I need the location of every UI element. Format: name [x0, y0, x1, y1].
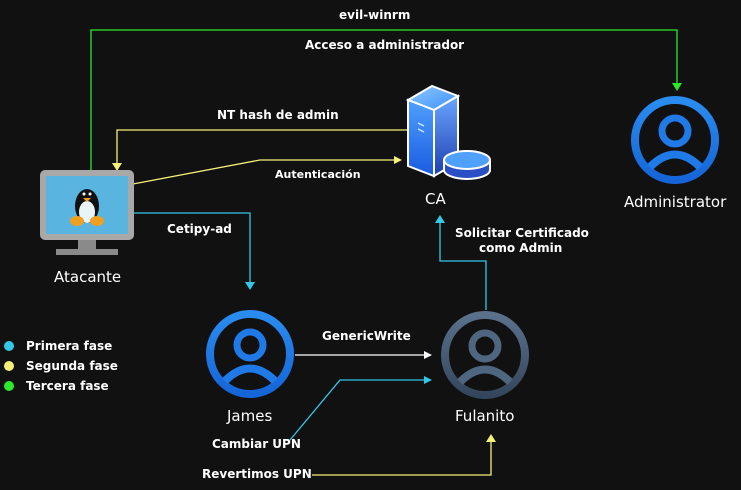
tux-penguin-icon: [70, 189, 104, 226]
edge-label-nt-hash: NT hash de admin: [217, 108, 339, 122]
edge-label-autenticacion: Autenticación: [275, 168, 361, 181]
arrowhead-icon: [394, 156, 402, 164]
linux-computer-icon[interactable]: [40, 170, 134, 255]
edge-certipy: [133, 212, 251, 282]
edge-label-solicitar-2: como Admin: [479, 241, 563, 255]
node-label-ca: CA: [425, 190, 446, 208]
edge-nt-hash: [116, 129, 410, 163]
node-label-administrator: Administrator: [624, 193, 727, 211]
legend-label: Tercera fase: [26, 379, 109, 393]
edge-label-cambiar-upn: Cambiar UPN: [212, 437, 301, 451]
legend-item-phase2: Segunda fase: [4, 359, 118, 373]
edge-solicitar: [439, 223, 487, 310]
edge-autenticacion: [132, 159, 394, 185]
legend-item-phase1: Primera fase: [4, 339, 112, 353]
edge-evil-winrm: [90, 29, 678, 170]
edge-revertimos-upn: [312, 442, 492, 476]
node-label-james: James: [227, 407, 273, 425]
arrowhead-icon: [245, 282, 255, 290]
node-label-fulanito: Fulanito: [455, 407, 515, 425]
legend-label: Primera fase: [26, 339, 113, 353]
user-icon-fulanito[interactable]: [441, 311, 529, 399]
arrowhead-icon: [112, 163, 122, 171]
edge-cambiar-upn: [289, 379, 424, 441]
legend-dot-icon: [4, 361, 14, 371]
edge-label-solicitar-1: Solicitar Certificado: [455, 226, 589, 240]
edge-label-acceso-admin: Acceso a administrador: [305, 38, 465, 52]
user-icon-james[interactable]: [206, 310, 294, 398]
node-label-attacker: Atacante: [54, 268, 122, 286]
edge-label-evil-winrm: evil-winrm: [339, 8, 411, 22]
legend-dot-icon: [4, 341, 14, 351]
server-database-icon[interactable]: [405, 84, 491, 180]
arrowhead-icon: [424, 376, 432, 384]
legend-item-phase3: Tercera fase: [4, 379, 109, 393]
arrowhead-icon: [435, 215, 445, 223]
edge-label-revertimos-upn: Revertimos UPN: [202, 467, 312, 481]
edge-label-genericwrite: GenericWrite: [322, 329, 411, 343]
arrowhead-icon: [424, 351, 432, 359]
arrowhead-icon: [486, 434, 496, 442]
legend-label: Segunda fase: [26, 359, 118, 373]
edge-label-certipy: Cetipy-ad: [167, 222, 232, 236]
user-icon-administrator[interactable]: [631, 96, 719, 184]
legend-dot-icon: [4, 381, 14, 391]
arrowhead-icon: [672, 83, 682, 91]
